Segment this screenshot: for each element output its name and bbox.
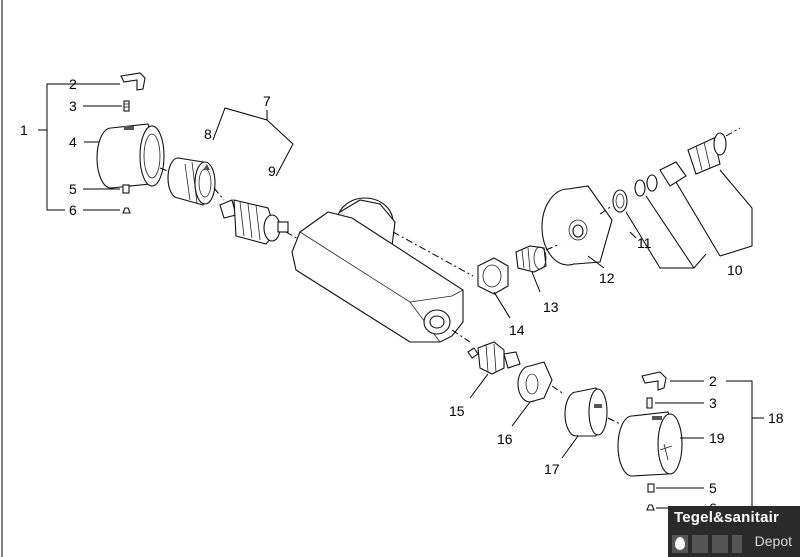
label-14: 14: [509, 322, 525, 338]
connector-group: [477, 127, 753, 319]
label-17: 17: [544, 461, 560, 477]
part-10-fitting: [659, 127, 741, 187]
label-5-left: 5: [69, 181, 77, 197]
part-16-ring: [517, 361, 553, 403]
water-drop-icon: [672, 535, 688, 553]
part-13-insert: [515, 245, 547, 273]
label-15: 15: [449, 403, 465, 419]
cartridge-group: [167, 107, 301, 245]
part-3-screw: [123, 100, 130, 112]
part-15-spindle: [467, 341, 521, 375]
label-3-right: 3: [709, 395, 717, 411]
left-handle-group: [38, 72, 171, 214]
label-19: 19: [709, 430, 725, 446]
label-7: 7: [263, 93, 271, 109]
tile-icon: [712, 535, 728, 553]
label-1: 1: [20, 122, 28, 138]
part-14-nut: [477, 257, 509, 295]
part-2-clip: [120, 72, 146, 91]
tile-icon: [692, 535, 708, 553]
part-8-adapter: [167, 157, 216, 206]
brand-logo[interactable]: Tegel&sanitair Depot: [668, 506, 800, 557]
part-9-cartridge: [219, 199, 289, 245]
label-8: 8: [204, 126, 212, 142]
part-12-rosette: [541, 185, 613, 266]
part-4-handle: [96, 123, 165, 189]
label-2-right: 2: [709, 373, 717, 389]
label-18: 18: [768, 410, 784, 426]
part-6-cap: [122, 207, 131, 214]
right-handle-group: [617, 371, 764, 511]
part-5-nut: [122, 184, 130, 194]
label-9: 9: [268, 163, 276, 179]
logo-text-bottom: Depot: [754, 533, 792, 549]
label-5-right: 5: [709, 480, 717, 496]
label-6-left: 6: [69, 202, 77, 218]
label-2-left: 2: [69, 76, 77, 92]
label-4: 4: [69, 134, 77, 150]
thermostat-group: [467, 341, 621, 459]
label-11: 11: [637, 235, 652, 251]
label-10: 10: [727, 262, 743, 278]
label-13: 13: [543, 299, 559, 315]
part-19-handle: [617, 411, 683, 477]
label-12: 12: [599, 270, 615, 286]
valve-body: [291, 197, 474, 343]
part-11-rings: [612, 174, 658, 213]
label-16: 16: [497, 431, 513, 447]
label-3-left: 3: [69, 98, 77, 114]
part-17-knob-base: [564, 387, 608, 437]
logo-text-top: Tegel&sanitair: [674, 509, 780, 526]
tile-icon: [732, 535, 742, 553]
